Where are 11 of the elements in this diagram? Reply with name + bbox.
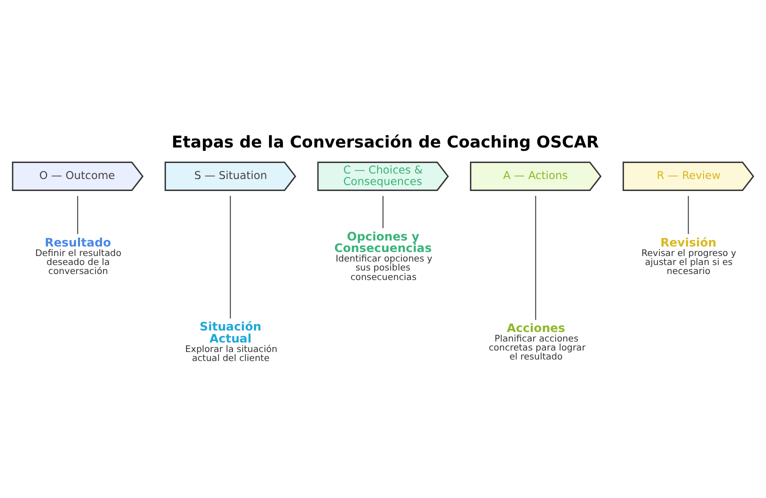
node-text: Resultado Definir el resultado deseado de la conversación (35, 234, 122, 276)
connector (688, 195, 689, 234)
node-text: Opciones y Consecuencias Identificar opciones y sus posibles consecuencias (334, 228, 432, 282)
node-text: Situación Actual Explorar la situación actual del cliente (185, 319, 278, 364)
connector (230, 194, 231, 318)
diagram-title: Etapas de la Conversación de Coaching OSCAR (172, 132, 599, 151)
node-text: Revisión Revisar el progreso y ajustar el plan si es necesario (641, 234, 736, 276)
node-text: Acciones Planificar acciones concretas para lograr el resultado (488, 320, 586, 362)
connector (77, 195, 78, 234)
connector (382, 195, 384, 228)
connector (535, 194, 536, 320)
